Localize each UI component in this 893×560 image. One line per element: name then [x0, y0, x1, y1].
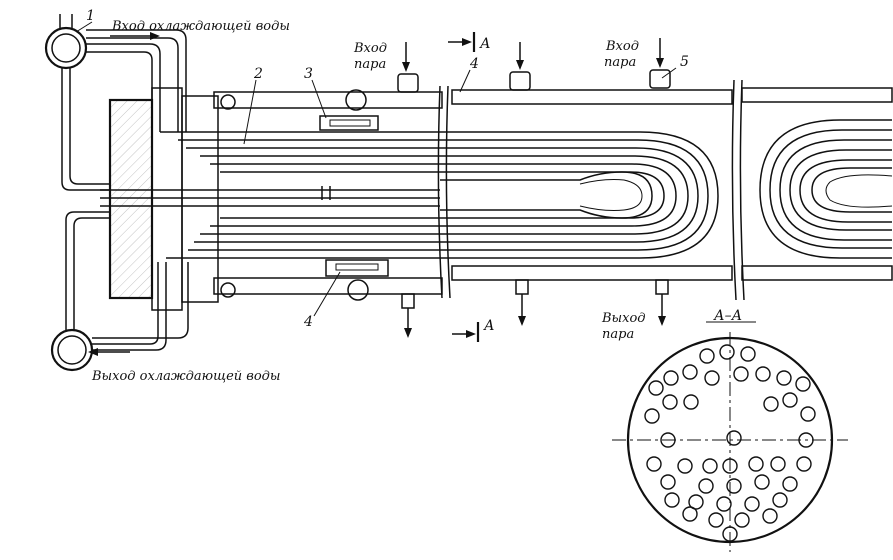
tube-hole [776, 370, 792, 386]
section-title: А–А [713, 308, 742, 324]
tube-hole [800, 406, 816, 422]
tube-hole [740, 346, 756, 362]
tube-hole [702, 458, 718, 474]
tube-hole [648, 380, 664, 396]
tube-hole [726, 430, 742, 446]
tube-holes [644, 344, 816, 542]
callout-leaders [75, 21, 677, 317]
tube-hole [722, 458, 738, 474]
tube-hole [722, 526, 738, 542]
tube-hole [744, 496, 760, 512]
water-inlet-header [44, 14, 88, 70]
tube-hole [796, 456, 812, 472]
section-letter-top: А [479, 36, 491, 52]
tube-hole [734, 512, 750, 528]
tube-hole [716, 496, 732, 512]
tube-hole [704, 370, 720, 386]
water-in-arrow-icon [110, 32, 160, 40]
callout-5: 5 [680, 54, 689, 70]
tube-hole [660, 432, 676, 448]
water-out-arrow-icon [88, 348, 130, 356]
tube-hole [682, 506, 698, 522]
break-lines [437, 79, 745, 301]
u-tube-bundle [160, 119, 893, 259]
steam-in-label-1a: Вход [353, 41, 387, 56]
steam-in-label-2a: Вход [605, 39, 639, 54]
tube-hole [663, 370, 679, 386]
tube-hole [708, 512, 724, 528]
steam-inlet-nozzles [397, 69, 671, 93]
callout-3: 3 [304, 66, 313, 82]
steam-out-label-b: пара [602, 327, 634, 342]
tube-hole [733, 366, 749, 382]
callout-1: 1 [86, 8, 95, 24]
tube-hole [664, 492, 680, 508]
section-marker-bottom [452, 322, 480, 342]
shell-wall-bottom [213, 265, 893, 295]
steam-out-arrow-icon [404, 294, 666, 338]
tube-hole [754, 474, 770, 490]
cooling-water-pipes [61, 29, 189, 351]
steam-out-label-a: Выход [601, 311, 646, 326]
tube-hole [660, 474, 676, 490]
water-out-label: Выход охлаждающей воды [91, 369, 281, 384]
tube-hole [782, 476, 798, 492]
tube-hole [688, 494, 704, 510]
tube-hole [726, 478, 742, 494]
tube-hole [646, 456, 662, 472]
tube-hole [719, 344, 735, 360]
tube-hole [662, 394, 678, 410]
tube-hole [677, 458, 693, 474]
tube-hole [795, 376, 811, 392]
tube-hole [772, 492, 788, 508]
tube-hole [698, 478, 714, 494]
tube-hole [755, 366, 771, 382]
tube-hole [770, 456, 786, 472]
section-view-a-a [612, 321, 848, 552]
section-letter-bottom: А [483, 318, 495, 334]
steam-in-label-1b: пара [354, 57, 386, 72]
section-marker-top [448, 32, 476, 52]
steam-in-arrow-icon [402, 38, 664, 72]
water-in-label: Вход охлаждающей воды [111, 19, 290, 34]
callout-4-bottom: 4 [303, 314, 313, 330]
callout-4-top: 4 [469, 56, 479, 72]
tube-hole [763, 396, 779, 412]
baffle-details [220, 89, 389, 301]
steam-in-label-2b: пара [604, 55, 636, 70]
tube-hole [683, 394, 699, 410]
callout-2: 2 [253, 66, 263, 82]
tube-hole [644, 408, 660, 424]
tube-hole [682, 364, 698, 380]
water-outlet-header [50, 328, 94, 372]
tube-hole [798, 432, 814, 448]
tube-hole [699, 348, 715, 364]
tube-hole [762, 508, 778, 524]
tube-hole [748, 456, 764, 472]
tube-hole [782, 392, 798, 408]
tube-sheet-flange [100, 87, 440, 311]
